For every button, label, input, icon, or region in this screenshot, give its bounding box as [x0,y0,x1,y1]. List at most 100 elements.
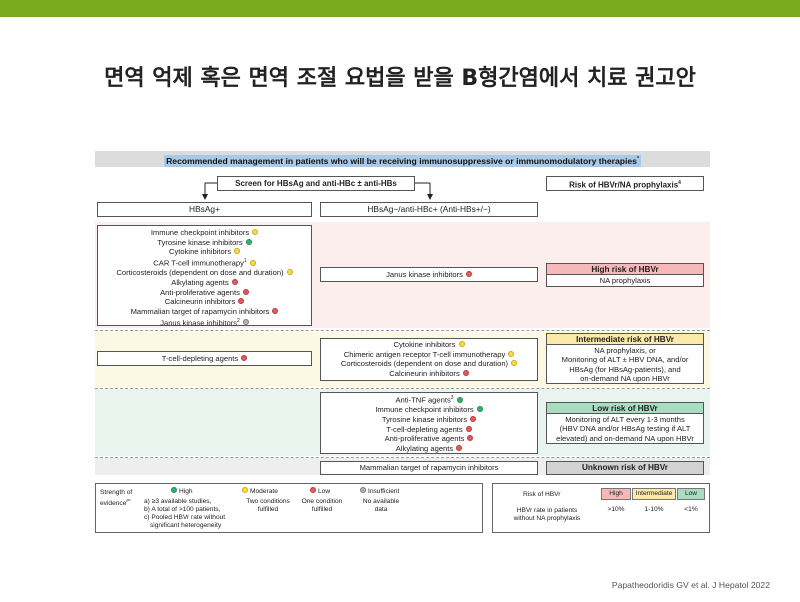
legend-high-desc-line: significant heterogeneity [150,522,222,529]
risk-unknown-box: Unknown risk of HBVr [546,461,704,475]
col-header-anti-hbc-label: HBsAg−/anti-HBc+ (Anti-HBs+/−) [367,204,491,214]
drug-name: Mammalian target of rapamycin inhibitors [359,463,499,472]
rate-low-value: <1% [684,506,698,513]
rate-desc-line: without NA prophylaxis [513,515,581,522]
legend-insufficient: Insufficient [360,487,400,496]
risk-unknown-title: Unknown risk of HBVr [582,463,668,472]
drug-name: Immune checkpoint inhibitors [375,405,474,415]
footnote-marker: 1 [243,258,247,265]
risk-header-label: Risk of HBVr/NA prophylaxis [569,180,679,190]
drug-item: Mammalian target of rapamycin inhibitors [321,463,537,473]
moderate-evidence-icon [508,350,515,357]
screen-label: Screen for HBsAg and anti-HBc ± anti-HBs [235,179,397,188]
drug-item: Anti-proliferative agents [321,434,537,444]
drug-name: Chimeric antigen receptor T-cell immunot… [343,349,506,359]
rate-intermediate-chip: Intermediate [632,488,676,500]
risk-header-box: Risk of HBVr/NA prophylaxis4 [546,176,704,191]
hbsag-intermediate-list: T-cell-depleting agents [97,351,312,366]
drug-item: Janus kinase inhibitors [321,270,537,280]
figure-header: Recommended management in patients who w… [95,151,710,167]
drug-item: Cytokine inhibitors [98,247,311,257]
drug-name: Anti-proliferative agents [384,434,465,444]
legend-insufficient-label: Insufficient [368,488,400,495]
drug-item: Chimeric antigen receptor T-cell immunot… [321,350,537,360]
legend-strength-line2: evidence [100,500,127,508]
citation: Papatheodoridis GV et al. J Hepatol 2022 [611,580,770,590]
risk-intermediate-title: Intermediate risk of HBVr [547,334,703,345]
moderate-evidence-icon [511,360,518,367]
rate-risk-label: Risk of HBVr [523,491,561,498]
drug-item: T-cell-depleting agents [98,354,311,364]
slide-title: 면역 억제 혹은 면역 조절 요법을 받을 B형간염에서 치료 권고안 [104,66,696,91]
legend-strength-label: Strength of evidence#* [100,489,132,508]
drug-name: Corticosteroids (dependent on dose and d… [340,359,509,369]
figure-header-text: Recommended management in patients who w… [166,155,637,166]
rate-desc-line: HBVr rate in patients [516,507,578,514]
drug-item: Anti-TNF agents3 [321,394,537,405]
drug-name: T-cell-depleting agents [161,354,239,363]
risk-intermediate-line: Monitoring of ALT ± HBV DNA, and/or [561,355,689,365]
drug-name: Janus kinase inhibitors [160,318,238,328]
legend-low-desc-line: One condition [301,498,343,505]
drug-item: Corticosteroids (dependent on dose and d… [98,268,311,278]
legend-insufficient-desc-line: No available [362,498,400,505]
drug-item: Calcineurin inhibitors [321,369,537,379]
legend-moderate-desc: Two conditions fulfilled [246,498,290,514]
screen-box: Screen for HBsAg and anti-HBc ± anti-HBs [217,176,415,191]
col-header-anti-hbc: HBsAg−/anti-HBc+ (Anti-HBs+/−) [320,202,538,217]
drug-name: Cytokine inhibitors [168,247,232,257]
low-evidence-icon [462,370,469,377]
rate-high-chip: High [601,488,631,500]
antihbc-unknown-list: Mammalian target of rapamycin inhibitors [320,461,538,475]
rate-intermediate-value: 1-10% [644,506,664,513]
drug-item: Cytokine inhibitors [321,340,537,350]
figure-header-sup: * [636,156,639,162]
risk-low-line: Monitoring of ALT every 1-3 months [565,415,685,424]
col-header-hbsag: HBsAg+ [97,202,312,217]
rate-high-value: >10% [607,506,625,513]
drug-item: Calcineurin inhibitors [98,297,311,307]
drug-name: T-cell-depleting agents [386,424,463,434]
drug-item: Tyrosine kinase inhibitors [98,238,311,248]
legend-strength-line1: Strength of [100,489,133,496]
risk-low-box: Low risk of HBVr Monitoring of ALT every… [546,402,704,444]
col-header-hbsag-label: HBsAg+ [189,204,220,214]
drug-item: Janus kinase inhibitors2 [98,317,311,328]
antihbc-high-list: Janus kinase inhibitors [320,267,538,282]
legend-high-desc: a) ≥3 available studies, b) A total of >… [144,498,225,530]
low-evidence-icon [467,435,474,442]
legend-low-desc: One condition fulfilled [300,498,344,514]
moderate-evidence-icon [252,229,259,235]
low-evidence-icon [231,279,238,286]
drug-item: Corticosteroids (dependent on dose and d… [321,359,537,369]
moderate-evidence-icon [286,269,293,276]
drug-name: Mammalian target of rapamycin inhibitors [130,307,270,317]
legend-low-label: Low [318,488,331,495]
drug-item: Tyrosine kinase inhibitors [321,415,537,425]
drug-item: Immune checkpoint inhibitors [321,405,537,415]
risk-high-title: High risk of HBVr [547,264,703,275]
high-evidence-icon [245,238,252,245]
low-evidence-icon [456,445,463,452]
drug-item: Anti-proliferative agents [98,288,311,298]
legend-high-desc-line: a) ≥3 available studies, [144,498,212,505]
drug-name: Alkylating agents [171,278,229,288]
legend-moderate-label: Moderate [250,488,278,495]
legend-strength-sup: #* [126,498,131,503]
divider-2 [95,388,710,389]
drug-item: T-cell-depleting agents [321,425,537,435]
risk-high-body: NA prophylaxis [599,276,651,285]
low-evidence-icon [465,425,472,432]
legend-moderate-desc-line: Two conditions [246,498,290,505]
drug-name: Anti-TNF agents [395,395,451,405]
moderate-evidence-icon [458,341,465,347]
risk-header-sup: 4 [678,180,681,186]
legend-moderate: Moderate [242,487,278,496]
legend-high: High [171,487,193,496]
top-accent-bar [0,0,800,17]
legend-high-label: High [179,488,193,495]
risk-low-line: (HBV DNA and/or HBsAg testing if ALT [559,424,691,434]
risk-high-box: High risk of HBVr NA prophylaxis [546,263,704,287]
